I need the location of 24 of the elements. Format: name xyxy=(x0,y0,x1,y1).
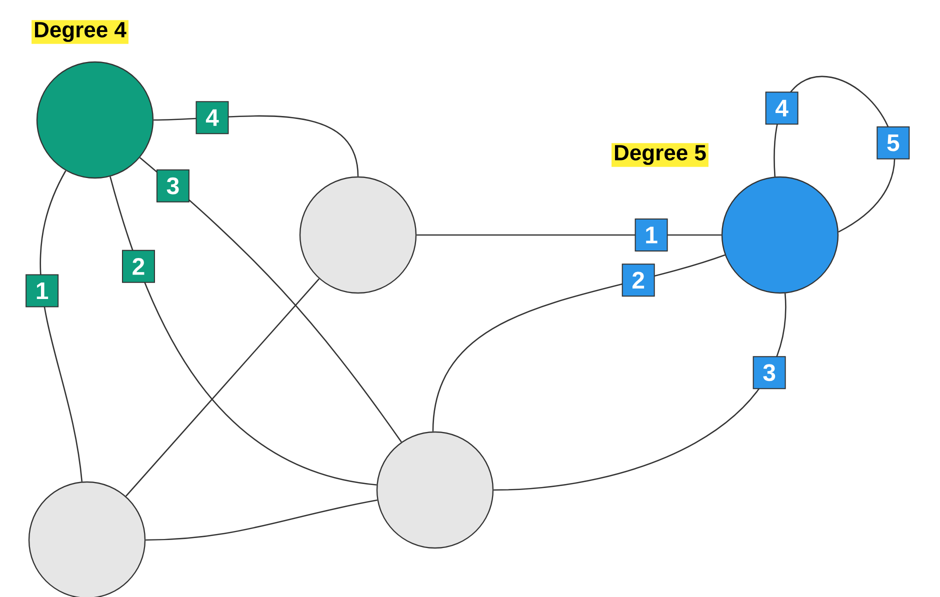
graph-vertex xyxy=(376,431,494,549)
graph-vertex xyxy=(721,176,839,294)
graph-vertex xyxy=(36,61,154,179)
edge-line xyxy=(146,500,378,541)
degree-label: Degree 5 xyxy=(612,143,708,167)
edge-line xyxy=(110,176,377,486)
edge-label: 4 xyxy=(765,92,798,125)
edge-label: 1 xyxy=(634,218,668,252)
edge-label: 1 xyxy=(26,274,59,308)
graph-vertex xyxy=(28,481,146,597)
edge-label: 4 xyxy=(196,101,229,134)
graph-vertex xyxy=(299,176,417,294)
edge-line xyxy=(432,254,726,432)
edge-line xyxy=(139,157,402,442)
edge-label: 2 xyxy=(122,250,155,283)
edge-line xyxy=(416,234,722,236)
number-tag: 5 xyxy=(876,126,910,160)
degree-label: Degree 4 xyxy=(32,20,128,44)
edge-line xyxy=(125,278,320,497)
edge-line xyxy=(40,170,83,482)
edge-label: 3 xyxy=(752,356,786,390)
edge-label: 3 xyxy=(156,169,190,202)
edge-line xyxy=(494,293,786,491)
edge-label: 2 xyxy=(622,264,655,297)
